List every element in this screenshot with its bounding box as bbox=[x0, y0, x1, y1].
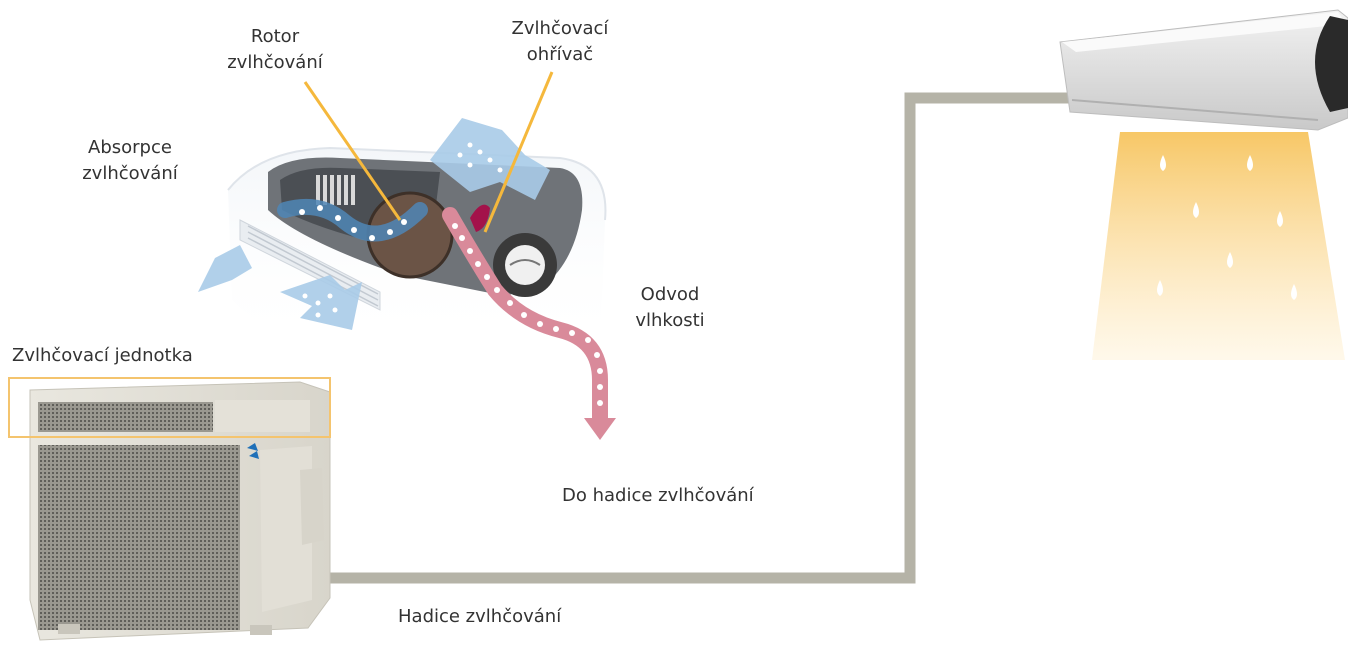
warm-air-cone bbox=[1092, 132, 1345, 360]
label-exhaust-line2: vlhkosti bbox=[615, 308, 725, 334]
label-heater-line2: ohřívač bbox=[490, 42, 630, 68]
label-humidifying-unit: Zvlhčovací jednotka bbox=[12, 343, 193, 369]
label-rotor-line2: zvlhčování bbox=[205, 50, 345, 76]
label-heater-line1: Zvlhčovací bbox=[490, 16, 630, 42]
label-rotor: Rotor zvlhčování bbox=[205, 24, 345, 76]
label-absorption-line2: zvlhčování bbox=[60, 161, 200, 187]
label-absorption-line1: Absorpce bbox=[60, 135, 200, 161]
label-rotor-line1: Rotor bbox=[205, 24, 345, 50]
label-absorption: Absorpce zvlhčování bbox=[60, 135, 200, 187]
indoor-unit bbox=[1060, 10, 1348, 130]
label-to-hose: Do hadice zvlhčování bbox=[562, 483, 754, 509]
label-exhaust-line1: Odvod bbox=[615, 282, 725, 308]
humidifying-unit-highlight bbox=[8, 377, 331, 438]
label-hose: Hadice zvlhčování bbox=[398, 604, 561, 630]
label-exhaust: Odvod vlhkosti bbox=[615, 282, 725, 334]
moisture-arrow-icon bbox=[584, 418, 616, 440]
label-heater: Zvlhčovací ohřívač bbox=[490, 16, 630, 68]
